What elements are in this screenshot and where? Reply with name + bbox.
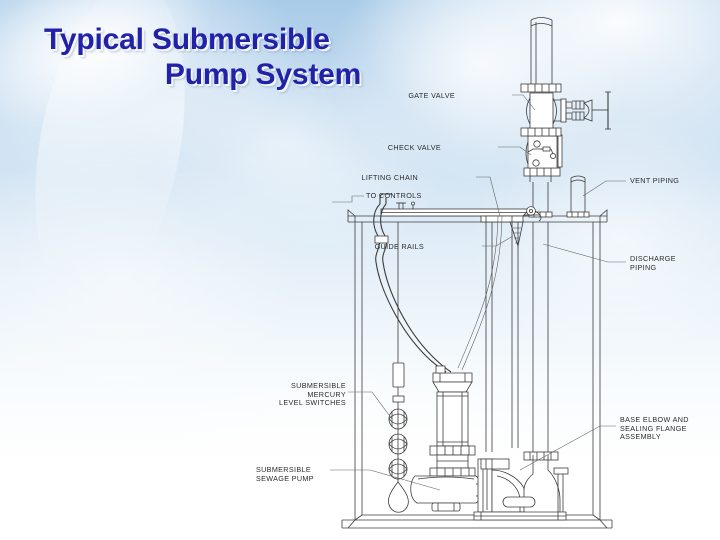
vent-piping: [566, 175, 590, 218]
check-valve-body: [525, 134, 563, 169]
label-to-controls: TO CONTROLS: [366, 191, 422, 200]
label-base-elbow-assembly: BASE ELBOW AND SEALING FLANGE ASSEMBLY: [620, 415, 689, 442]
leader-lines: [330, 94, 626, 491]
label-discharge-piping: DISCHARGE PIPING: [630, 254, 676, 272]
float-switch: [388, 433, 408, 455]
page-title-line-1: Typical Submersible: [44, 23, 330, 56]
label-mercury-level-switches: SUBMERSIBLE MERCURY LEVEL SWITCHES: [279, 381, 346, 408]
label-vent-piping: VENT PIPING: [630, 176, 680, 185]
base-elbow-assembly: [473, 455, 569, 521]
label-guide-rails: GUIDE RAILS: [374, 242, 424, 251]
power-cable-to-controls: [373, 193, 452, 373]
label-gate-valve: GATE VALVE: [408, 91, 455, 100]
submersible-sewage-pump: [410, 365, 486, 512]
wet-well-tank: [341, 216, 613, 529]
mercury-level-switches: [388, 222, 409, 513]
label-submersible-sewage-pump: SUBMERSIBLE SEWAGE PUMP: [256, 465, 314, 483]
discharge-piping: [523, 182, 559, 461]
float-switch: [388, 458, 408, 480]
lifting-chain: [457, 215, 503, 371]
float-switch: [388, 408, 408, 430]
gate-valve-body: [526, 91, 611, 130]
valve-operator: [565, 91, 611, 130]
page-title-line-2: Pump System: [164, 58, 362, 92]
page-title: Typical Submersible Pump System: [44, 22, 464, 93]
label-lifting-chain: LIFTING CHAIN: [361, 173, 418, 182]
valve-stack: [520, 17, 611, 182]
label-check-valve: CHECK VALVE: [387, 143, 441, 152]
guide-rails: [480, 206, 542, 452]
